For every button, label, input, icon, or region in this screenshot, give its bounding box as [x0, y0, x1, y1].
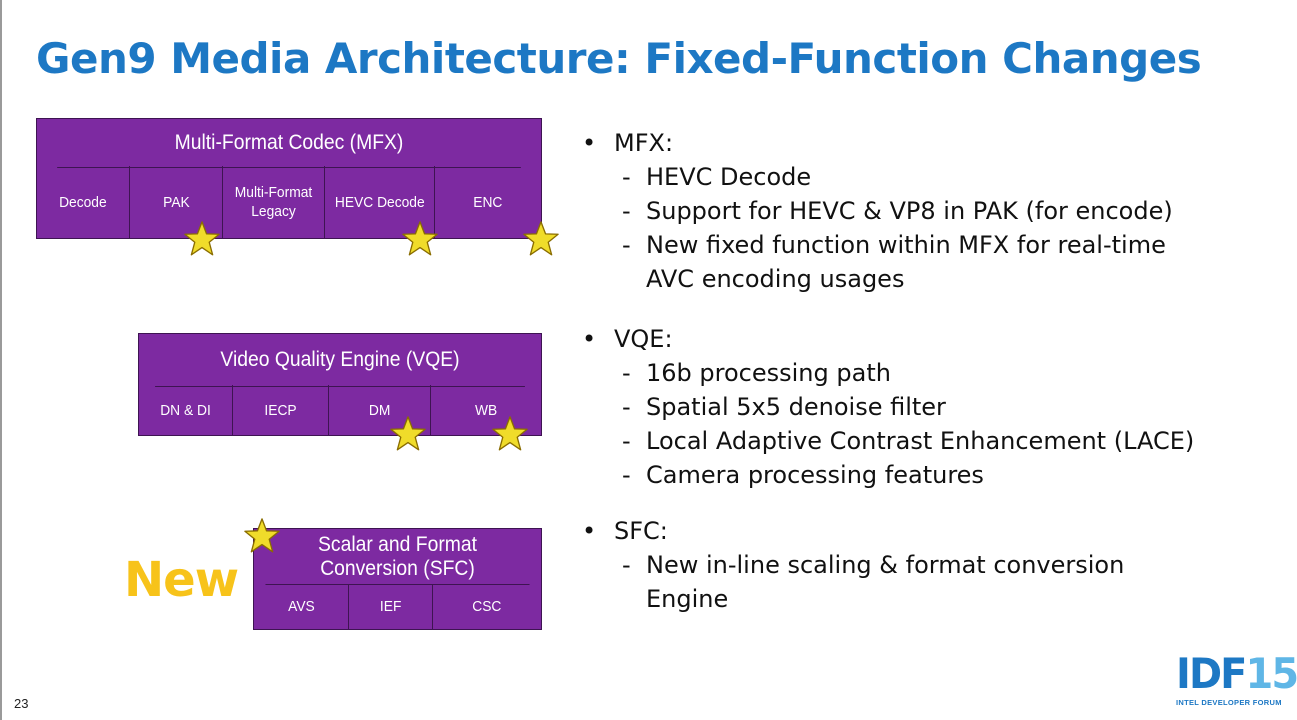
- page-number: 23: [14, 696, 29, 711]
- mfx-cell-pak: PAK: [130, 166, 223, 238]
- star-icon-vqe-dm: [390, 416, 426, 451]
- bullet-sfc-item: New in-line scaling & format conversion …: [578, 548, 1176, 616]
- vqe-cell-iecp: IECP: [233, 385, 329, 435]
- vqe-block-title: Video Quality Engine (VQE): [155, 334, 525, 387]
- mfx-cell-hevc-decode: HEVC Decode: [325, 166, 435, 238]
- sfc-block: Scalar and Format Conversion (SFC) AVS I…: [253, 528, 542, 630]
- bullet-sfc-label: SFC:: [578, 514, 1176, 548]
- idf-logo: IDF15 INTEL DEVELOPER FORUM: [1176, 649, 1297, 714]
- idf-logo-mark: IDF15: [1176, 649, 1297, 698]
- vqe-block: Video Quality Engine (VQE) DN & DI IECP …: [138, 333, 542, 436]
- bullets-sfc: SFC: New in-line scaling & format conver…: [578, 514, 1176, 616]
- idf-logo-caption: INTEL DEVELOPER FORUM: [1176, 698, 1282, 707]
- bullet-mfx-item: HEVC Decode: [578, 160, 1206, 194]
- sfc-cell-ief: IEF: [349, 584, 433, 629]
- bullet-vqe-item: Local Adaptive Contrast Enhancement (LAC…: [578, 424, 1194, 458]
- vqe-cell-dm: DM: [329, 385, 431, 435]
- star-icon-sfc: [244, 518, 280, 553]
- sfc-block-title: Scalar and Format Conversion (SFC): [265, 529, 530, 585]
- mfx-block: Multi-Format Codec (MFX) Decode PAK Mult…: [36, 118, 542, 239]
- star-icon-vqe-wb: [492, 416, 528, 451]
- sfc-cell-avs: AVS: [254, 584, 349, 629]
- bullet-mfx-item: New fixed function within MFX for real-t…: [578, 228, 1206, 296]
- mfx-cell-multi-format-legacy: Multi-Format Legacy: [223, 166, 325, 238]
- bullet-vqe-item: Spatial 5x5 denoise filter: [578, 390, 1194, 424]
- vqe-cells: DN & DI IECP DM WB: [139, 385, 541, 435]
- bullets-mfx: MFX: HEVC Decode Support for HEVC & VP8 …: [578, 126, 1206, 296]
- bullet-mfx-label: MFX:: [578, 126, 1206, 160]
- mfx-block-title: Multi-Format Codec (MFX): [57, 119, 521, 168]
- sfc-cell-csc: CSC: [472, 598, 502, 615]
- bullets-vqe: VQE: 16b processing path Spatial 5x5 den…: [578, 322, 1194, 492]
- slide-title: Gen9 Media Architecture: Fixed-Function …: [36, 34, 1202, 83]
- vqe-cell-wb: WB: [474, 401, 498, 419]
- vqe-cell-dn-di: DN & DI: [139, 385, 233, 435]
- mfx-cells: Decode PAK Multi-Format Legacy HEVC Deco…: [37, 166, 541, 238]
- star-icon-mfx-enc: [523, 221, 559, 256]
- mfx-cell-decode: Decode: [37, 166, 130, 238]
- bullet-vqe-item: Camera processing features: [578, 458, 1194, 492]
- bullet-mfx-item: Support for HEVC & VP8 in PAK (for encod…: [578, 194, 1206, 228]
- star-icon-mfx-pak: [184, 221, 220, 256]
- new-label: New: [124, 552, 239, 608]
- mfx-cell-enc: ENC: [473, 193, 503, 211]
- sfc-cells: AVS IEF CSC: [254, 584, 541, 629]
- star-icon-mfx-hevc-decode: [402, 221, 438, 256]
- bullet-vqe-label: VQE:: [578, 322, 1194, 356]
- slide-left-edge: [0, 0, 2, 720]
- bullet-vqe-item: 16b processing path: [578, 356, 1194, 390]
